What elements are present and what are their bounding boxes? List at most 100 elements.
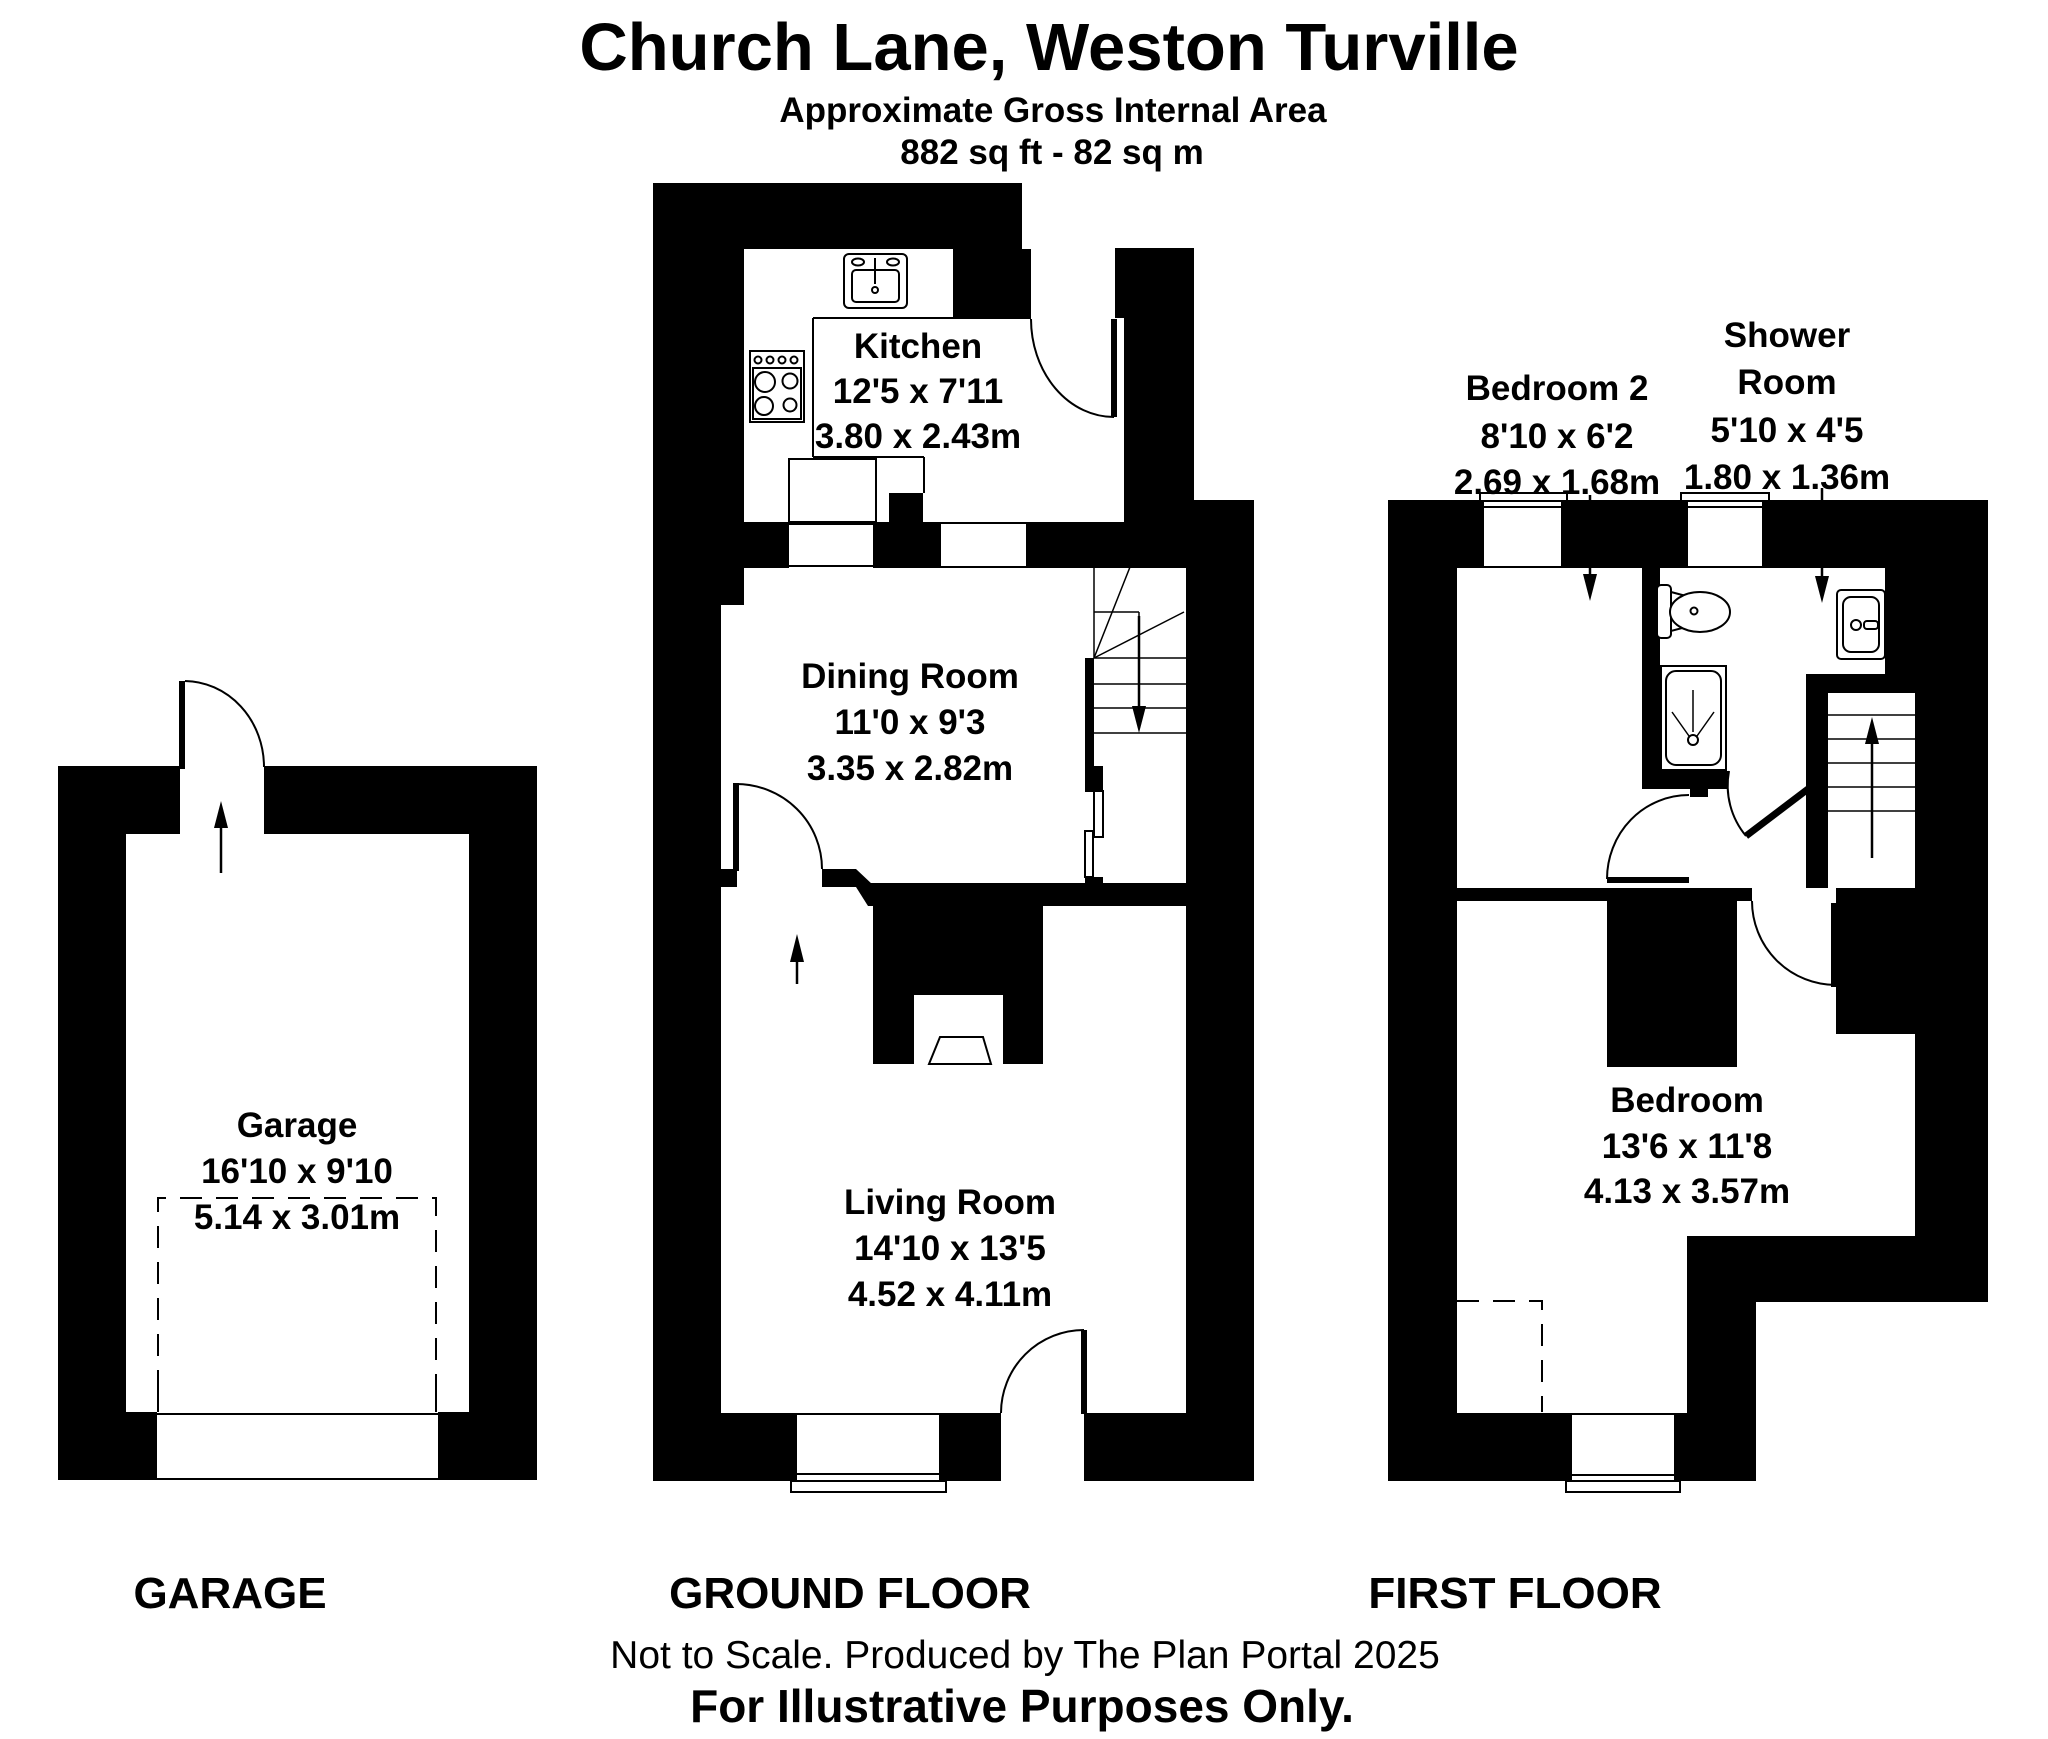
fixture-part <box>753 355 763 365</box>
wall-segment <box>1124 318 1194 522</box>
fixture-part <box>886 257 900 267</box>
living-door-arc <box>1000 1329 1085 1414</box>
entry-door-leaf <box>1111 319 1117 417</box>
wall-segment <box>873 995 914 1064</box>
wall-segment <box>1561 500 1688 568</box>
wall-segment <box>58 766 537 834</box>
bedroom-door-leaf <box>1831 903 1837 987</box>
fixture-part <box>789 355 799 365</box>
stove-icon <box>749 350 805 423</box>
wall-segment <box>1388 500 1457 1481</box>
room-label-shower-room: Shower Room 5'10 x 4'5 1.80 x 1.36m <box>1684 316 1890 497</box>
wall-segment <box>1915 500 1988 1302</box>
frame-part <box>1565 1480 1681 1493</box>
wall-segment <box>953 249 1031 319</box>
fixture-part <box>1689 606 1699 616</box>
room-living-room-size-imperial: 14'10 x 13'5 <box>854 1229 1046 1268</box>
room-bedroom-size-metric: 4.13 x 3.57m <box>1584 1172 1790 1211</box>
hall-door-panel-1 <box>1093 790 1104 838</box>
wall-segment <box>1607 901 1737 1067</box>
dining-door-leaf <box>733 783 739 871</box>
room-garage-name: Garage <box>237 1106 358 1145</box>
fixture-part <box>781 372 799 390</box>
basin-icon <box>1836 589 1886 660</box>
wall-segment <box>1642 771 1728 789</box>
wall-segment <box>1026 522 1254 568</box>
garage-plan <box>58 680 537 1480</box>
labels: Church Lane, Weston Turville Approximate… <box>133 10 1890 1732</box>
room-bedroom-name: Bedroom <box>1610 1081 1764 1120</box>
total-area: 882 sq ft - 82 sq m <box>900 133 1203 172</box>
wall-segment <box>1806 674 1915 693</box>
living-door-leaf <box>1081 1330 1087 1414</box>
bedroom2-door-arc <box>1606 794 1690 880</box>
fireplace-hearth <box>927 1036 993 1065</box>
wall-segment <box>720 869 737 887</box>
fixture-part <box>1669 591 1731 633</box>
wall-segment <box>438 1412 537 1480</box>
arrow-head <box>1132 706 1146 733</box>
kitchen-hatch-unit <box>788 458 877 523</box>
wall-segment <box>873 902 1043 995</box>
wall-segment <box>868 883 1186 906</box>
fixture-part <box>1687 734 1699 746</box>
wall-segment <box>653 1413 797 1481</box>
room-living-room-size-metric: 4.52 x 4.11m <box>848 1275 1052 1314</box>
hall-door-panel-2 <box>1084 830 1094 878</box>
fixture-part <box>1863 620 1879 630</box>
wall-segment <box>1642 568 1660 772</box>
wall-segment <box>1806 693 1828 888</box>
wall-segment <box>889 493 923 526</box>
stairs-up <box>1828 714 1915 858</box>
wall-segment <box>1885 568 1915 674</box>
frame-part <box>1680 492 1770 502</box>
wall-segment <box>1836 888 1915 1034</box>
room-label-bedroom-2: Bedroom 2 8'10 x 6'2 2.69 x 1.68m <box>1454 369 1660 502</box>
wall-segment <box>1194 500 1254 522</box>
page-title: Church Lane, Weston Turville <box>579 10 1518 85</box>
frame-part <box>790 1480 947 1493</box>
wall-segment <box>1388 1413 1572 1481</box>
first-floor-plan <box>1388 488 1988 1493</box>
landing-door-arc <box>1726 770 1747 837</box>
room-label-kitchen: Kitchen 12'5 x 7'11 3.80 x 2.43m <box>815 327 1021 456</box>
plan-line <box>1696 711 1715 737</box>
wall-segment <box>469 766 537 1480</box>
wall-segment <box>1674 1413 1756 1481</box>
floor-label-first: FIRST FLOOR <box>1368 1569 1661 1618</box>
footer-disclaimer: For Illustrative Purposes Only. <box>690 1680 1354 1732</box>
fixture-part <box>1850 619 1862 631</box>
wall-segment <box>1186 500 1254 1481</box>
room-kitchen-size-imperial: 12'5 x 7'11 <box>833 372 1003 411</box>
room-shower-room-name-line1: Shower <box>1724 316 1851 355</box>
wall-segment <box>1457 888 1752 901</box>
room-shower-room-size-metric: 1.80 x 1.36m <box>1684 458 1890 497</box>
room-living-room-name: Living Room <box>844 1183 1056 1222</box>
wall-segment <box>1003 995 1043 1064</box>
plan-line <box>1671 711 1690 737</box>
toilet-icon <box>1656 584 1731 639</box>
fixture-part <box>782 397 798 413</box>
room-bedroom-2-name: Bedroom 2 <box>1466 369 1649 408</box>
footer-note: Not to Scale. Produced by The Plan Porta… <box>610 1634 1440 1677</box>
wall-segment <box>1085 877 1103 887</box>
room-shower-room-size-imperial: 5'10 x 4'5 <box>1711 411 1864 450</box>
arrow-head <box>790 934 804 962</box>
bedroom-door-arc <box>1751 900 1837 986</box>
room-shower-room-name-line2: Room <box>1737 363 1836 402</box>
stairs-down <box>1093 566 1186 734</box>
floor-label-ground: GROUND FLOOR <box>669 1569 1031 1618</box>
subtitle: Approximate Gross Internal Area <box>779 91 1327 130</box>
wall-segment <box>1690 789 1708 797</box>
wall-segment <box>822 869 856 887</box>
landing-door-leaf <box>1743 786 1811 839</box>
ground-floor-plan <box>653 183 1254 1493</box>
shower-window <box>1680 492 1770 568</box>
fixture-part <box>871 286 879 294</box>
room-bedroom-2-size-metric: 2.69 x 1.68m <box>1454 463 1660 502</box>
wall-segment <box>58 1412 157 1480</box>
bedroom-window <box>1565 1413 1681 1493</box>
room-garage-size-imperial: 16'10 x 9'10 <box>201 1152 393 1191</box>
fixture-part <box>754 371 776 393</box>
